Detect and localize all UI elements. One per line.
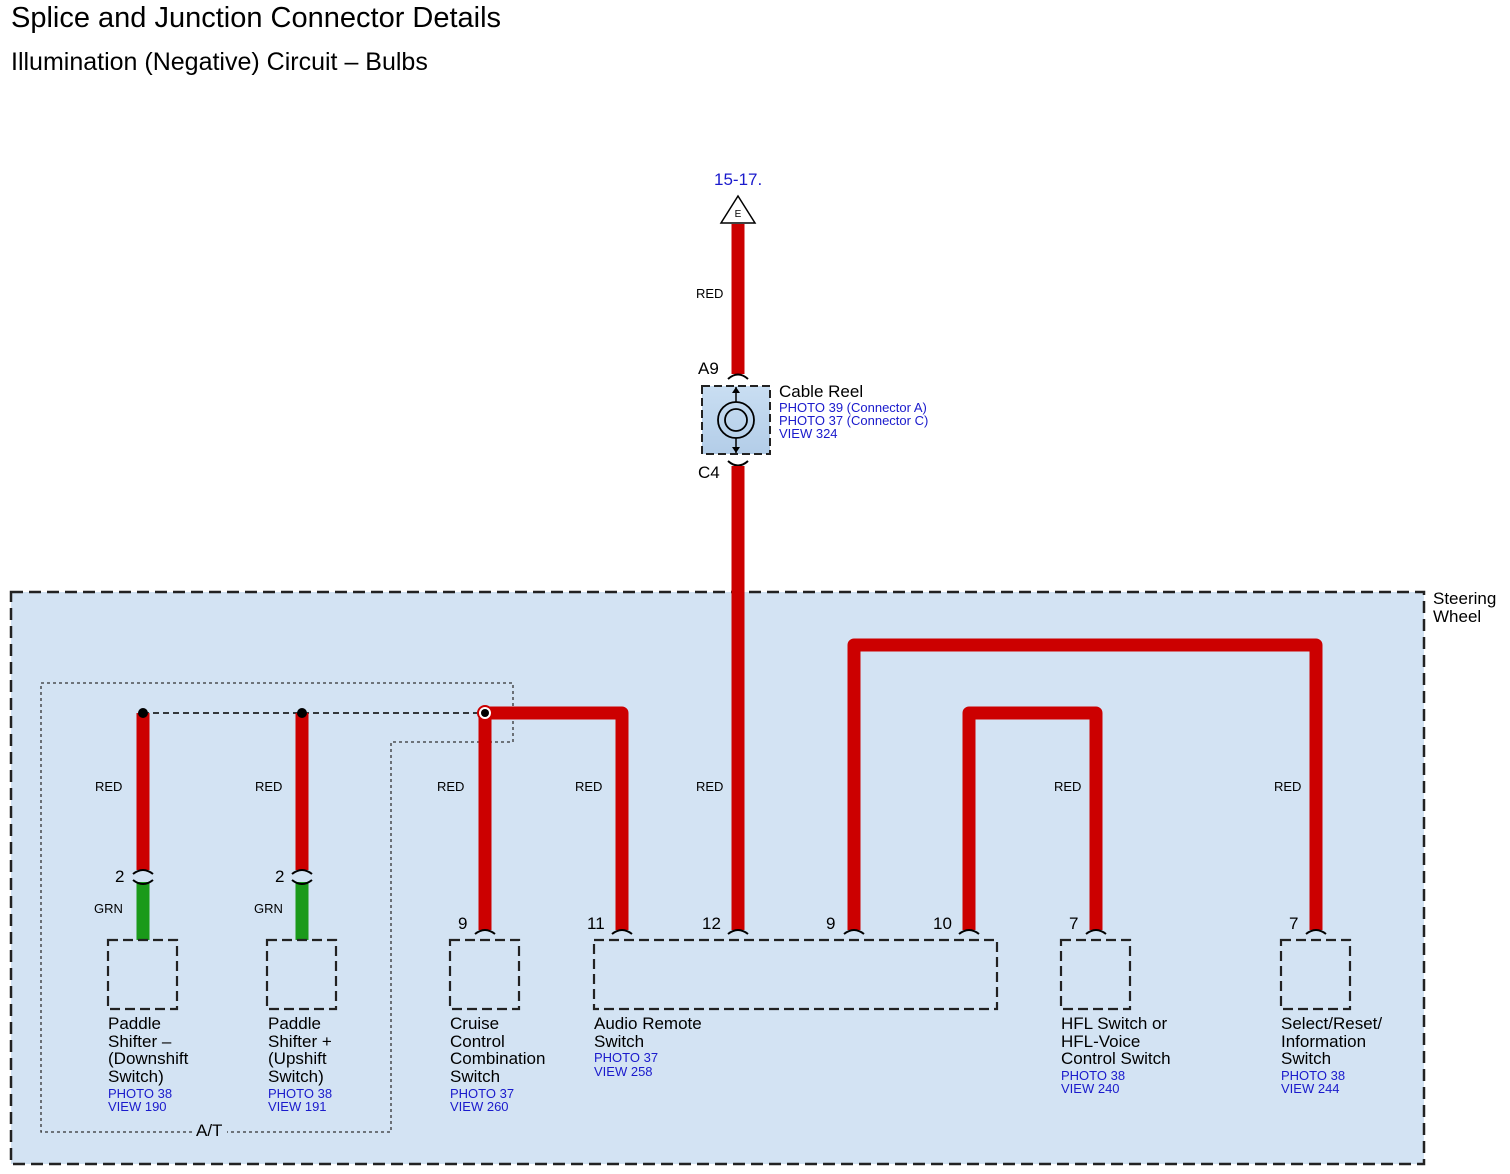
pin-audio-11: 11 (587, 914, 605, 933)
steering-wheel-region (9, 590, 1426, 1166)
select-name-2: Information (1281, 1032, 1366, 1051)
cruise-name-3: Combination (450, 1049, 545, 1068)
hfl-ref-view[interactable]: VIEW 240 (1061, 1081, 1120, 1096)
paddle-down-ref-view[interactable]: VIEW 190 (108, 1099, 167, 1114)
paddle-up-ref-photo[interactable]: PHOTO 38 (268, 1086, 332, 1101)
audio-box[interactable] (592, 938, 999, 1011)
cruise-ref-view[interactable]: VIEW 260 (450, 1099, 509, 1114)
pin-audio-12: 12 (702, 914, 721, 933)
cruise-name-2: Control (450, 1032, 505, 1051)
cable-reel-ref-photo-39[interactable]: PHOTO 39 (Connector A) (779, 400, 927, 415)
splice-point (297, 708, 307, 718)
wire-audio9-select (847, 638, 1323, 930)
paddle-down-name-3: (Downshift (108, 1049, 189, 1068)
page-reference[interactable]: 15-17. (714, 170, 762, 189)
cable-reel-coil-icon (717, 387, 755, 453)
wire-cruise-audio (478, 706, 629, 930)
paddle-down-name-1: Paddle (108, 1014, 161, 1033)
cruise-name-1: Cruise (450, 1014, 499, 1033)
select-box[interactable] (1279, 938, 1352, 1011)
audio-name-2: Switch (594, 1032, 644, 1051)
audio-name-1: Audio Remote (594, 1014, 702, 1033)
select-name-3: Switch (1281, 1049, 1331, 1068)
paddle-up-name-3: (Upshift (268, 1049, 327, 1068)
pin-audio-10: 10 (933, 914, 952, 933)
page-title: Splice and Junction Connector Details (11, 2, 502, 34)
pin-paddle-down: 2 (115, 867, 124, 886)
paddle-down-name-4: Switch) (108, 1067, 164, 1086)
select-ref-photo[interactable]: PHOTO 38 (1281, 1068, 1345, 1083)
cruise-box[interactable] (448, 938, 521, 1011)
page-subtitle: Illumination (Negative) Circuit – Bulbs (11, 48, 428, 76)
paddle-up-name-2: Shifter + (268, 1032, 332, 1051)
inline-connector-icon (132, 869, 154, 885)
cruise-name-4: Switch (450, 1067, 500, 1086)
steering-wheel-label-2: Wheel (1433, 607, 1481, 626)
wire-label-paddle-up-red: RED (255, 779, 282, 794)
hfl-box[interactable] (1059, 938, 1132, 1011)
splice-point-center (481, 709, 489, 717)
select-name-1: Select/Reset/ (1281, 1014, 1382, 1033)
connector-arc-icon (727, 373, 749, 380)
paddle-up-ref-view[interactable]: VIEW 191 (268, 1099, 327, 1114)
inline-connector-icon (291, 869, 313, 885)
paddle-up-box[interactable] (265, 938, 338, 1011)
wire-label-cruise: RED (437, 779, 464, 794)
pin-paddle-up: 2 (275, 867, 284, 886)
wire-label-audio-11: RED (575, 779, 602, 794)
hfl-name-3: Control Switch (1061, 1049, 1171, 1068)
terminal-triangle-icon (719, 194, 757, 224)
at-group-label: A/T (196, 1121, 222, 1140)
select-ref-view[interactable]: VIEW 244 (1281, 1081, 1340, 1096)
cable-reel-pin-bottom: C4 (698, 463, 720, 482)
audio-ref-photo[interactable]: PHOTO 37 (594, 1050, 658, 1065)
wire-label-paddle-down-grn: GRN (94, 901, 123, 916)
pin-cruise: 9 (458, 914, 467, 933)
at-group-outline (40, 682, 514, 1133)
pin-select: 7 (1289, 914, 1298, 933)
paddle-up-name-4: Switch) (268, 1067, 324, 1086)
pin-connector-arcs (474, 929, 1327, 935)
pin-audio-9: 9 (826, 914, 835, 933)
cable-reel-name: Cable Reel (779, 382, 863, 401)
wire-label-paddle-up-grn: GRN (254, 901, 283, 916)
paddle-down-box[interactable] (106, 938, 179, 1011)
wire-label-paddle-down-red: RED (95, 779, 122, 794)
wire-label-hfl: RED (1054, 779, 1081, 794)
cable-reel-ref-photo-37[interactable]: PHOTO 37 (Connector C) (779, 413, 928, 428)
steering-wheel-label-1: Steering (1433, 589, 1496, 608)
hfl-name-1: HFL Switch or (1061, 1014, 1167, 1033)
wire-label-main-top: RED (696, 286, 723, 301)
paddle-down-ref-photo[interactable]: PHOTO 38 (108, 1086, 172, 1101)
audio-ref-view[interactable]: VIEW 258 (594, 1064, 653, 1079)
wire-audio10-hfl (962, 706, 1103, 930)
cable-reel-pin-top: A9 (698, 359, 719, 378)
cruise-ref-photo[interactable]: PHOTO 37 (450, 1086, 514, 1101)
wire-label-audio-12: RED (696, 779, 723, 794)
wire-label-select: RED (1274, 779, 1301, 794)
paddle-up-name-1: Paddle (268, 1014, 321, 1033)
hfl-name-2: HFL-Voice (1061, 1032, 1140, 1051)
splice-point (138, 708, 148, 718)
pin-hfl: 7 (1069, 914, 1078, 933)
paddle-down-name-2: Shifter – (108, 1032, 172, 1051)
connector-arc-icon (727, 460, 749, 467)
cable-reel-ref-view-324[interactable]: VIEW 324 (779, 426, 838, 441)
hfl-ref-photo[interactable]: PHOTO 38 (1061, 1068, 1125, 1083)
at-label-bg (195, 1120, 227, 1138)
terminal-letter: E (735, 209, 742, 220)
